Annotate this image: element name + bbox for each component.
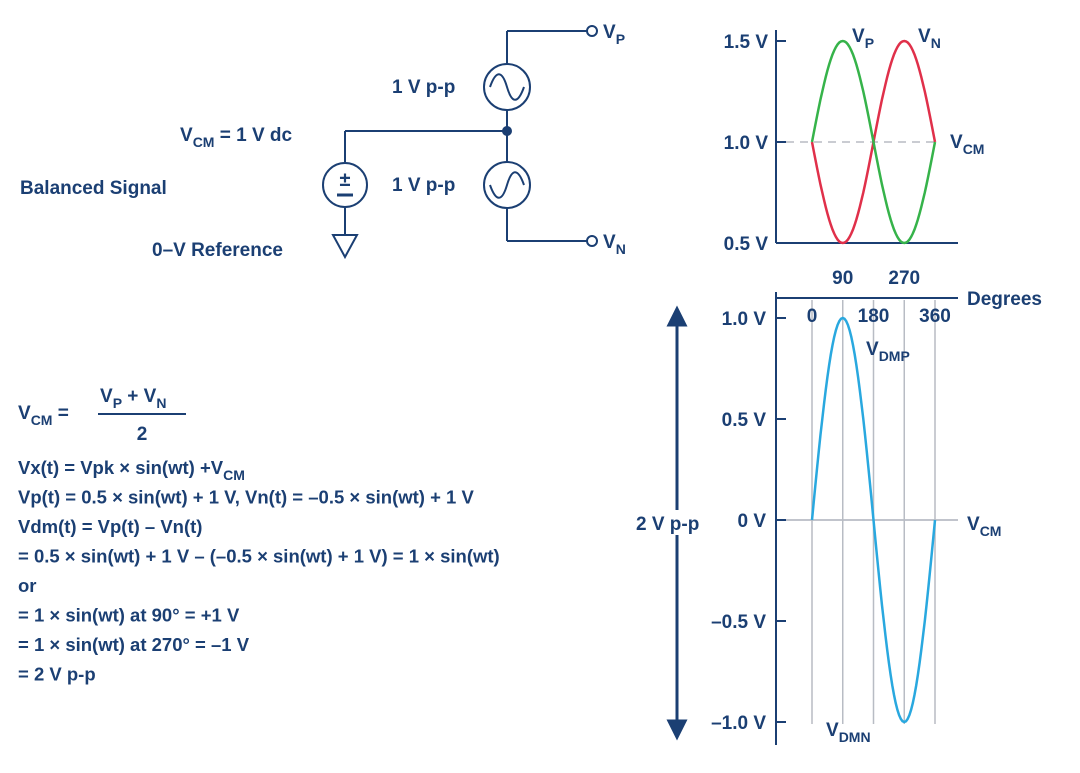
circuit-schematic <box>322 25 598 260</box>
sine-icon-bottom <box>489 171 525 199</box>
bottom-x-tick-label: 0 <box>807 306 818 327</box>
dc-source-plus-symbol: ± <box>340 169 351 191</box>
vp-trace <box>810 39 937 245</box>
vdm-trace <box>810 316 937 724</box>
dc-source-circle <box>322 162 368 208</box>
vcm-fraction-lhs: VCM = <box>18 403 69 428</box>
junction-dot <box>502 126 512 136</box>
bottom-x-tick-label: 180 <box>858 306 890 327</box>
top-y-tick-label: 1.5 V <box>724 32 769 53</box>
vn-terminal <box>586 235 598 247</box>
equation-line: or <box>18 575 37 596</box>
equation-line: = 1 × sin(wt) at 270° = –1 V <box>18 634 250 655</box>
top-y-tick-label: 0.5 V <box>724 234 769 255</box>
vn-curve-label: VN <box>918 26 941 51</box>
balanced-signal-label: Balanced Signal <box>20 178 167 199</box>
bottom-plot-vdm: 1.0 V 0.5 V 0 V –0.5 V –1.0 V 0 180 360 DegreesV… <box>711 289 1042 745</box>
top-x-tick-label: 90 <box>832 268 853 289</box>
vp-output-label: VP <box>603 22 625 47</box>
top-y-tick-label: 1.0 V <box>724 133 769 154</box>
vcm-fraction-denominator: 2 <box>137 424 148 445</box>
vp-terminal <box>586 25 598 37</box>
bottom-y-tick-label: 0.5 V <box>722 410 767 431</box>
vcm-line-label: VCM <box>950 132 984 157</box>
equation-line: = 1 × sin(wt) at 90° = +1 V <box>18 605 240 626</box>
equation-line: Vp(t) = 0.5 × sin(wt) + 1 V, Vn(t) = –0.… <box>18 487 474 508</box>
bottom-y-tick-label: –0.5 V <box>711 612 766 633</box>
vcm-dc-label: VCM = 1 V dc <box>180 125 293 150</box>
equation-lines: Vx(t) = Vpk × sin(wt) +VCM Vp(t) = 0.5 × … <box>18 457 500 685</box>
vp-curve-label: VP <box>852 26 874 51</box>
bottom-y-tick-label: 1.0 V <box>722 309 767 330</box>
degrees-axis-label: Degrees <box>967 289 1042 310</box>
source-bottom-label: 1 V p-p <box>392 175 455 196</box>
equations-block: VCM = VP + VN 2 Vx(t) = Vpk × sin(wt) +V… <box>18 386 500 685</box>
bottom-y-tick-label: –1.0 V <box>711 713 766 734</box>
equation-line: = 2 V p-p <box>18 664 96 685</box>
ac-source-top-circle <box>483 63 531 111</box>
reference-label: 0–V Reference <box>152 240 283 261</box>
source-top-label: 1 V p-p <box>392 77 455 98</box>
vdmn-label: VDMN <box>826 720 871 745</box>
vn-output-label: VN <box>603 232 626 257</box>
bottom-y-tick-label: 0 V <box>737 511 766 532</box>
equation-line: = 0.5 × sin(wt) + 1 V – (–0.5 × sin(wt) … <box>18 546 500 567</box>
vcm-zero-label: VCM <box>967 514 1001 539</box>
sine-icon-top <box>489 73 525 101</box>
bottom-x-tick-label: 360 <box>919 306 951 327</box>
vcm-fraction-numerator: VP + VN <box>100 386 166 411</box>
top-x-tick-label: 270 <box>888 268 920 289</box>
ac-source-bottom-circle <box>483 161 531 209</box>
top-plot-vp-vn: 1.5 V 1.0 V 0.5 V VP VN VCM 90 270 <box>724 26 985 289</box>
equation-line: Vdm(t) = Vp(t) – Vn(t) <box>18 516 202 537</box>
vdmp-label: VDMP <box>866 339 910 364</box>
span-label: 2 V p-p <box>636 514 699 535</box>
ground-symbol <box>331 234 359 260</box>
equation-line: Vx(t) = Vpk × sin(wt) +VCM <box>18 457 245 483</box>
